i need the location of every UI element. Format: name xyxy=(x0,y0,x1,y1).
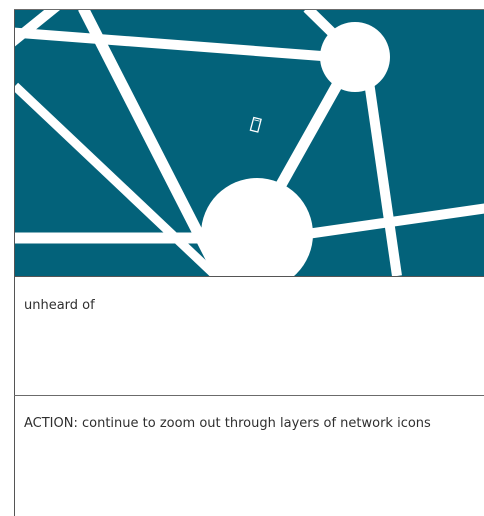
network-line xyxy=(15,82,220,276)
action-text: ACTION: continue to zoom out through lay… xyxy=(24,416,431,431)
network-line xyxy=(15,10,61,47)
network-illustration xyxy=(15,10,484,276)
caption-section: unheard of xyxy=(15,277,484,395)
network-line xyxy=(292,203,484,241)
large-network-node xyxy=(201,178,313,276)
small-network-node xyxy=(320,22,390,92)
section-divider xyxy=(14,395,484,396)
illustration-bottom-border xyxy=(14,276,484,277)
network-illustration-panel xyxy=(15,10,484,276)
phone-outline-shape xyxy=(250,118,261,133)
left-border-line xyxy=(14,9,15,516)
caption-text: unheard of xyxy=(24,298,95,313)
action-section: ACTION: continue to zoom out through lay… xyxy=(15,396,484,516)
top-border-line xyxy=(14,9,484,10)
network-lines xyxy=(15,10,484,276)
network-line xyxy=(78,10,225,276)
phone-screen-line xyxy=(254,120,259,121)
phone-outline-icon xyxy=(250,118,261,133)
network-line xyxy=(15,27,349,63)
network-line xyxy=(362,67,402,276)
